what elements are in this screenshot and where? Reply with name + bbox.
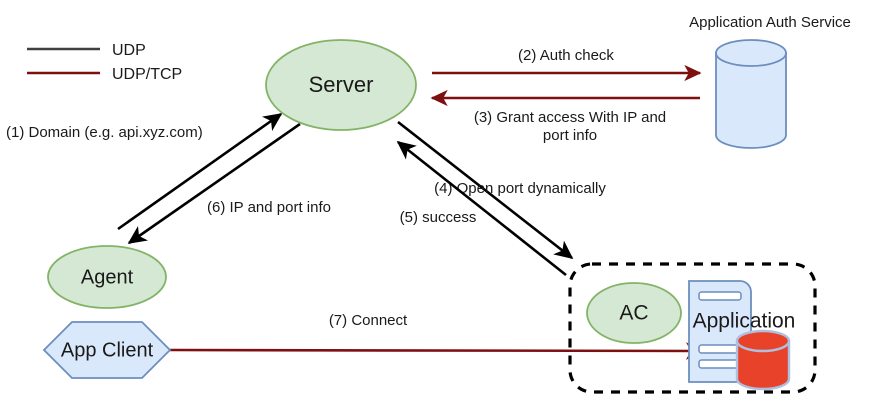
edge-2-label: (2) Auth check xyxy=(518,47,614,64)
application-label: Application xyxy=(693,310,796,333)
edge-1-label: (1) Domain (e.g. api.xyz.com) xyxy=(6,124,203,141)
edge-7-label: (7) Connect xyxy=(329,312,408,329)
legend: UDP UDP/TCP xyxy=(27,42,182,83)
app-client-label: App Client xyxy=(61,339,154,361)
application-slot-top xyxy=(698,291,742,301)
application-database-top xyxy=(735,329,791,353)
application-slot-bottom xyxy=(698,359,742,369)
auth-service-title: Application Auth Service xyxy=(689,14,851,31)
auth-service-cylinder-body xyxy=(715,52,787,149)
edge-4-open-port-dynamically: (4) Open port dynamically xyxy=(397,120,606,260)
edge-6-line xyxy=(127,122,301,245)
node-app-client[interactable]: App Client xyxy=(42,321,172,379)
server-ellipse xyxy=(265,39,417,131)
trusted-zone-group-box xyxy=(568,262,817,394)
ac-label: AC xyxy=(619,302,648,325)
edge-5-label: (5) success xyxy=(400,209,477,226)
application-database-body xyxy=(735,339,791,391)
edge-3-grant-access: (3) Grant access With IP and port info xyxy=(430,89,700,144)
edge-6-ip-and-port-info: (6) IP and port info xyxy=(127,122,331,245)
edge-5-success: (5) success xyxy=(396,140,567,277)
edge-2-auth-check: (2) Auth check xyxy=(432,47,702,82)
edge-7-connect: (7) Connect xyxy=(169,312,705,360)
agent-label: Agent xyxy=(81,266,134,288)
ac-ellipse xyxy=(586,282,682,344)
auth-service-cylinder-top xyxy=(715,39,787,67)
node-application[interactable]: Application xyxy=(688,280,796,391)
node-ac[interactable]: AC xyxy=(586,282,682,344)
edge-3-label-line2: port info xyxy=(543,127,597,144)
legend-label-udp: UDP xyxy=(112,42,146,59)
edge-4-line xyxy=(397,120,574,260)
edge-4-label: (4) Open port dynamically xyxy=(434,180,606,197)
app-client-hexagon xyxy=(42,321,172,379)
edge-6-label: (6) IP and port info xyxy=(207,199,331,216)
edge-7-line xyxy=(169,342,705,360)
application-slot-middle xyxy=(698,344,742,354)
legend-label-udp-tcp: UDP/TCP xyxy=(112,66,182,83)
agent-ellipse xyxy=(47,245,167,309)
server-label: Server xyxy=(309,72,374,97)
edge-1-line xyxy=(117,112,283,231)
node-agent[interactable]: Agent xyxy=(47,245,167,309)
edge-1-domain: (1) Domain (e.g. api.xyz.com) xyxy=(6,112,283,231)
edge-5-line xyxy=(396,140,567,277)
node-auth-service[interactable] xyxy=(715,39,787,149)
node-server[interactable]: Server xyxy=(265,39,417,131)
edge-3-label: (3) Grant access With IP and xyxy=(474,109,666,126)
